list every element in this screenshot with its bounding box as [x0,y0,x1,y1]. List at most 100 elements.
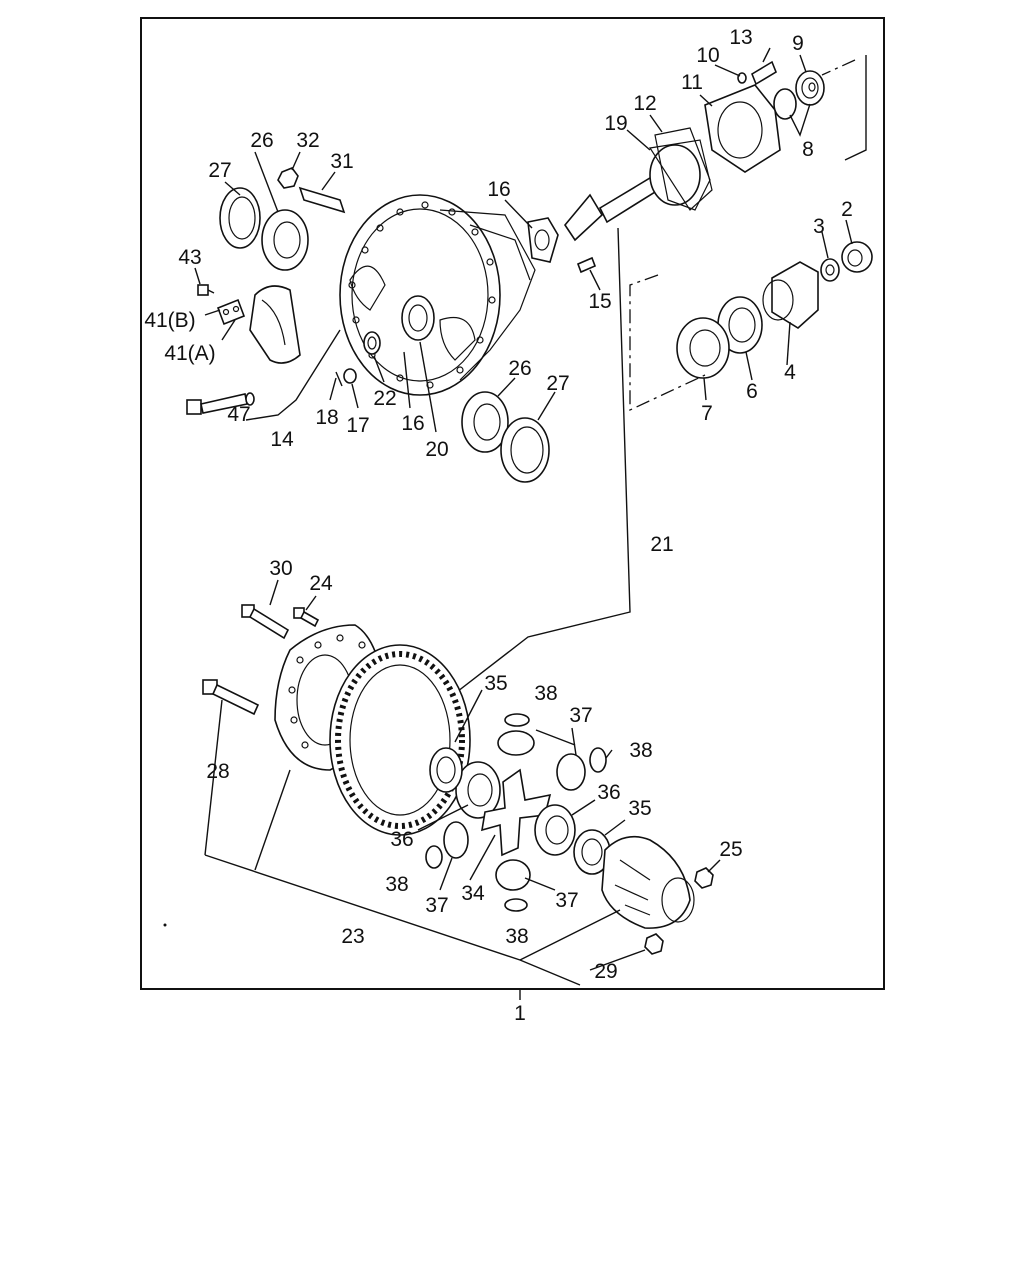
label-38-left: 38 [385,873,408,896]
label-12: 12 [633,92,656,115]
washer-17 [343,368,357,384]
label-27-upper: 27 [208,159,231,182]
leader-3 [821,231,829,259]
leader-36b [571,799,596,816]
pinion-37-top [497,730,535,756]
label-9: 9 [792,32,804,55]
leader-41b [204,309,221,316]
label-8: 8 [802,138,814,161]
pinion-37-bottom [495,859,531,891]
gasket-16-front [527,217,559,263]
label-16-rear: 16 [401,412,424,435]
leader-20 [419,341,437,433]
leader-8 [789,103,811,137]
axis-line-right [821,59,856,76]
leader-29 [589,949,646,971]
leader-26b [497,377,516,397]
seal-20 [401,295,435,341]
diff-case-right [601,835,695,929]
bearing-26-lower [461,391,509,453]
label-38-top: 38 [534,682,557,705]
seal-9 [808,82,816,92]
nut-25 [694,867,714,889]
leader-37d [524,877,556,891]
leader-23c [519,909,621,961]
thrust-washer-38-bottom [504,898,528,912]
leader-32 [291,151,301,171]
bearing-26-upper [261,209,309,271]
label-41b: 41(B) [144,309,195,332]
label-2: 2 [841,198,853,221]
label-37-bottom: 37 [555,889,578,912]
label-30: 30 [269,557,292,580]
bearing-cage-11 [704,84,781,173]
leader-41a [221,319,236,341]
assembly-line-21 [439,227,631,706]
label-41a: 41(A) [164,342,215,365]
label-35-top: 35 [484,672,507,695]
label-28: 28 [206,760,229,783]
ring-gear-23 [329,644,471,836]
label-25: 25 [719,838,742,861]
label-34: 34 [461,882,485,905]
lock-plate-41 [216,298,246,326]
leader-6 [745,351,753,381]
bracket-14-47 [245,329,341,421]
leader-28 [204,699,223,856]
leader-26a [254,151,279,213]
label-3: 3 [813,215,825,238]
washer-10 [737,72,747,84]
label-37-left: 37 [425,894,448,917]
washer-3 [820,258,840,282]
leader-31 [321,171,336,191]
leader-16b [403,351,411,409]
bolt-47 [186,392,255,415]
diagram-frame [140,17,885,990]
label-13: 13 [729,26,752,49]
bolt-43 [197,284,215,296]
label-23: 23 [341,925,364,948]
label-6: 6 [746,380,758,403]
leader-23b [254,769,291,871]
leader-37a [535,729,576,746]
leader-11 [699,94,713,107]
side-gear-36-left [455,761,501,819]
adjust-nut-27-upper [219,187,261,249]
stray-dot [163,923,167,927]
leader-27a [224,181,241,196]
label-32: 32 [296,129,319,152]
pin-18 [335,371,343,387]
leader-24 [305,595,317,611]
leader-34 [469,834,496,881]
label-7: 7 [701,402,713,425]
pinion-37-right [556,753,586,791]
leader-25 [707,859,721,873]
label-10: 10 [696,44,719,67]
leader-16a [504,199,533,229]
leader-18 [329,377,337,401]
washer-35-left [429,747,463,793]
bolt-24 [293,607,320,628]
leader-27b [537,391,556,421]
leader-38b [605,749,613,759]
nut-2 [841,241,873,273]
label-29: 29 [594,960,617,983]
label-16-front: 16 [487,178,510,201]
bracket-8 [844,55,867,161]
side-gear-36-right [534,804,576,856]
label-24: 24 [309,572,333,595]
leader-35a [454,689,483,743]
nut-32 [277,167,299,189]
callout-labels: 2 3 4 6 7 8 9 10 11 12 13 14 15 16 16 17… [144,26,853,983]
label-18: 18 [315,406,338,429]
leader-2 [845,219,853,245]
label-26-upper: 26 [250,129,273,152]
bearing-cap-14 [249,285,301,364]
label-36-left: 36 [390,828,413,851]
leader-22 [373,355,385,383]
leader-13 [762,47,771,63]
label-47: 47 [227,403,250,426]
bolt-15 [576,256,597,274]
label-14: 14 [270,428,294,451]
thrust-washer-38-left [425,845,443,869]
